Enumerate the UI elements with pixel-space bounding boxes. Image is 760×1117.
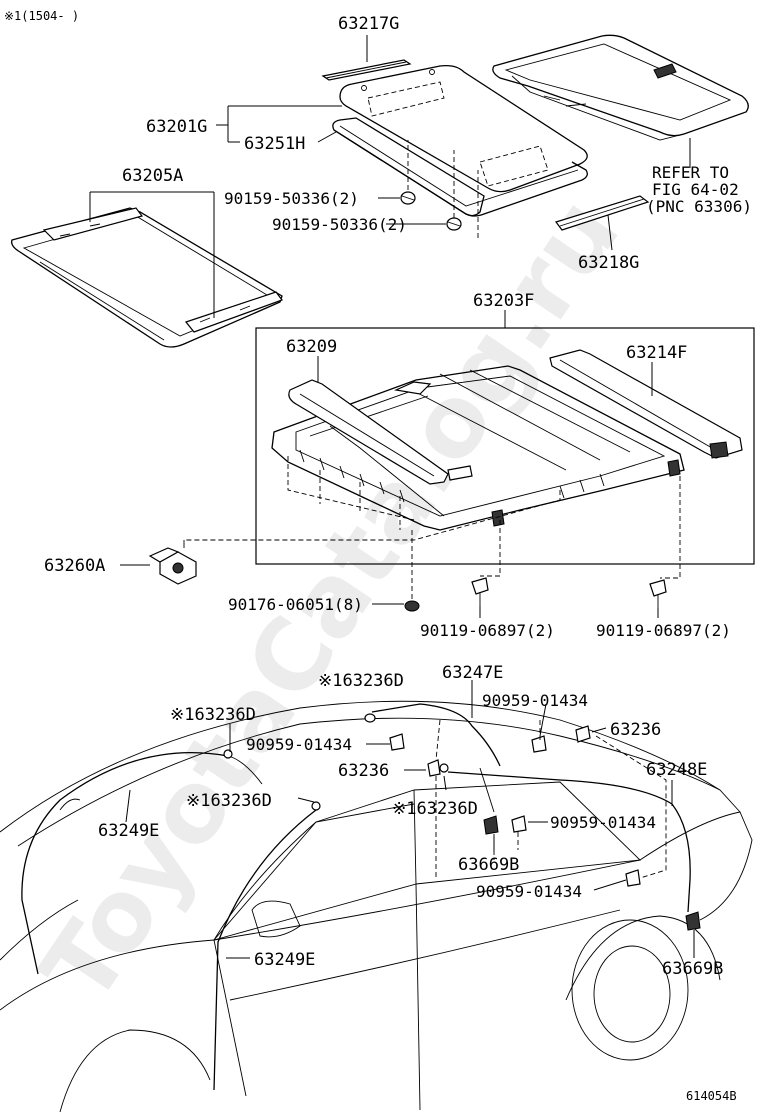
applicability-note: ※1(1504- ) (4, 9, 79, 23)
part-63236D-joint-d[interactable] (439, 763, 449, 773)
label-refer-line1: REFER TO (652, 163, 729, 182)
label-63218G: 63218G (578, 253, 639, 273)
figure-number: 614054B (686, 1089, 737, 1103)
part-90119-06897-bolt-b[interactable] (649, 579, 667, 608)
part-63260A-drive-motor[interactable] (148, 540, 197, 585)
part-90959-01434-clamp-c[interactable] (511, 815, 527, 833)
hose-63249E-front-right[interactable] (213, 809, 317, 1091)
part-90959-01434-clamp-b[interactable] (531, 735, 547, 753)
label-90959-01434-b: 90959-01434 (246, 735, 352, 754)
part-63669B-grommet-b[interactable] (685, 911, 701, 931)
label-63251H: 63251H (244, 134, 305, 154)
part-63236-clip-b[interactable] (575, 725, 591, 743)
part-90159-50336-bolt-a[interactable] (400, 191, 416, 205)
label-63248E: 63248E (646, 760, 707, 780)
label-63205A: 63205A (122, 166, 183, 186)
label-90959-01434-c: 90959-01434 (550, 813, 656, 832)
label-63236D-b: ※163236D (170, 705, 256, 725)
part-63201G-glass[interactable] (339, 64, 588, 193)
part-63205A-sunshade[interactable] (11, 207, 283, 348)
part-63214F-side-rail[interactable] (549, 349, 743, 459)
part-63236D-joint-c[interactable] (311, 801, 321, 811)
label-refer-line3: (PNC 63306) (646, 197, 752, 216)
part-deflector-assembly[interactable] (492, 34, 749, 141)
label-refer-line2: FIG 64-02 (652, 180, 739, 199)
part-63218G-strip[interactable] (555, 195, 650, 231)
part-90159-50336-bolt-b[interactable] (446, 217, 462, 231)
label-63203F: 63203F (473, 291, 534, 311)
part-63236D-joint-b[interactable] (223, 749, 233, 759)
part-63669B-grommet-a[interactable] (483, 815, 499, 835)
label-63209: 63209 (286, 337, 337, 357)
hose-63249E-front-left[interactable] (21, 751, 229, 975)
label-90959-01434-d: 90959-01434 (476, 882, 582, 901)
label-90119-06897-a: 90119-06897(2) (420, 621, 555, 640)
part-90119-06897-bolt-a[interactable] (471, 577, 489, 606)
label-63260A: 63260A (44, 556, 105, 576)
label-63236D-c: ※163236D (186, 791, 272, 811)
label-63236-a: 63236 (610, 720, 661, 740)
vehicle-body-outline (0, 700, 753, 1113)
label-90959-01434-a: 90959-01434 (482, 691, 588, 710)
label-90159-50336-b: 90159-50336(2) (272, 215, 407, 234)
part-63236D-joint-a[interactable] (364, 713, 376, 723)
label-63236D-d: ※163236D (392, 799, 478, 819)
part-90176-06051-clip[interactable] (404, 600, 420, 612)
label-63249E-b: 63249E (254, 950, 315, 970)
label-63236D-a: ※163236D (318, 671, 404, 691)
label-63249E-a: 63249E (98, 821, 159, 841)
part-63236-clip-a[interactable] (427, 759, 441, 777)
part-63251H-seal[interactable] (332, 117, 588, 217)
label-90159-50336-a: 90159-50336(2) (224, 189, 359, 208)
label-63247E: 63247E (442, 663, 503, 683)
label-90176-06051: 90176-06051(8) (228, 595, 363, 614)
part-63217G-strip[interactable] (321, 59, 412, 81)
part-90959-01434-clamp-a[interactable] (389, 733, 405, 751)
label-63217G: 63217G (338, 14, 399, 34)
label-63669B-a: 63669B (458, 855, 519, 875)
label-63236-b: 63236 (338, 761, 389, 781)
label-63214F: 63214F (626, 343, 687, 363)
label-63201G: 63201G (146, 117, 207, 137)
part-90959-01434-clamp-d[interactable] (625, 869, 641, 887)
part-63203F-housing-frame[interactable] (271, 365, 685, 531)
label-90119-06897-b: 90119-06897(2) (596, 621, 731, 640)
part-63209-drive-rail[interactable] (288, 379, 473, 485)
hose-63247E-rear-left[interactable] (371, 703, 501, 767)
label-63669B-b: 63669B (662, 959, 723, 979)
